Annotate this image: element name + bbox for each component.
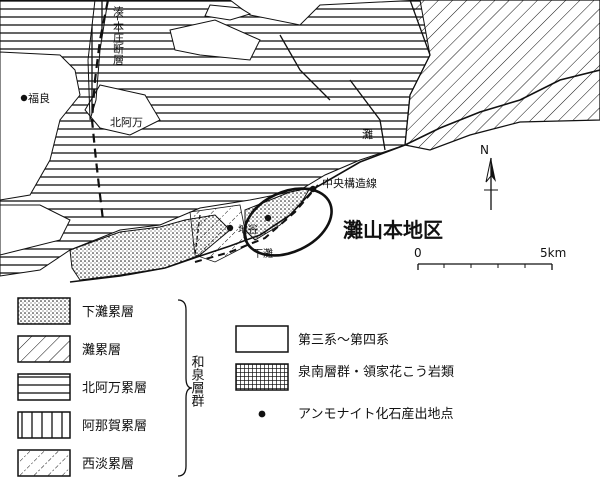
legend-swatch-sennan-granite	[235, 363, 289, 391]
white-area-north	[169, 19, 261, 61]
legend-swatch-tertiary	[235, 325, 289, 353]
fossil-site-central	[264, 214, 272, 222]
study-area-ellipse	[243, 187, 333, 257]
white-area-inland	[204, 4, 252, 21]
scale-end-label: 5km	[540, 246, 566, 260]
north-arrow: N	[480, 143, 498, 210]
white-area-west	[0, 51, 81, 201]
label-shimo-nada: 下灘	[253, 247, 273, 260]
scale-zero-label: 0	[414, 246, 422, 260]
label-fukura: 福良	[28, 91, 50, 105]
label-kita-ama: 北阿万	[110, 116, 143, 129]
label-nada: 灘	[362, 128, 373, 141]
legend-dot-ammonite	[258, 410, 266, 418]
unit-kita-ama-formation	[0, 0, 431, 277]
legend-swatch-anaga	[17, 411, 71, 439]
legend-label-seidan: 西淡累層	[82, 457, 134, 472]
white-area-sw	[0, 204, 71, 256]
label-nishitani: 地谷	[238, 223, 258, 236]
label-median-tectonic-line: 中央構造線	[322, 176, 377, 190]
legend-label-ammonite: アンモナイト化石産出地点	[298, 406, 453, 422]
boundary-line-b	[349, 79, 386, 151]
legend-label-shimo-nada: 下灘累層	[82, 305, 134, 320]
unit-nada-formation-ne	[404, 0, 600, 151]
legend-swatch-seidan	[17, 449, 71, 477]
legend-swatch-shimo-nada	[17, 297, 71, 325]
minato-honjo-fault	[90, 0, 110, 221]
legend-swatch-kita-ama	[17, 373, 71, 401]
legend-group-label: 和泉層群	[189, 355, 205, 407]
legend-swatch-nada	[17, 335, 71, 363]
scale-bar: 0 5km	[414, 246, 566, 270]
legend: 下灘累層 灘累層 北阿万累層 阿那賀累層 西淡累層 和泉層群 第三系～第四系 泉…	[17, 297, 454, 477]
legend-label-sennan-granite: 泉南層群・領家花こう岩類	[298, 364, 454, 380]
median-tectonic-line	[194, 184, 319, 263]
boundary-line-a	[279, 34, 331, 101]
fossil-site-fukura	[20, 94, 28, 102]
unit-seidan-formation	[189, 204, 249, 263]
legend-label-nada: 灘累層	[82, 343, 121, 358]
legend-label-anaga: 阿那賀累層	[82, 419, 147, 434]
legend-brace	[177, 299, 193, 477]
north-label: N	[480, 143, 489, 157]
label-fault: 湊-本庄断層	[112, 5, 125, 65]
label-study-district: 灘山本地区	[343, 218, 443, 242]
white-area-central	[84, 84, 161, 136]
legend-label-kita-ama: 北阿万累層	[82, 381, 147, 396]
legend-label-tertiary: 第三系～第四系	[298, 333, 389, 348]
fossil-site-nishitani	[226, 224, 234, 232]
